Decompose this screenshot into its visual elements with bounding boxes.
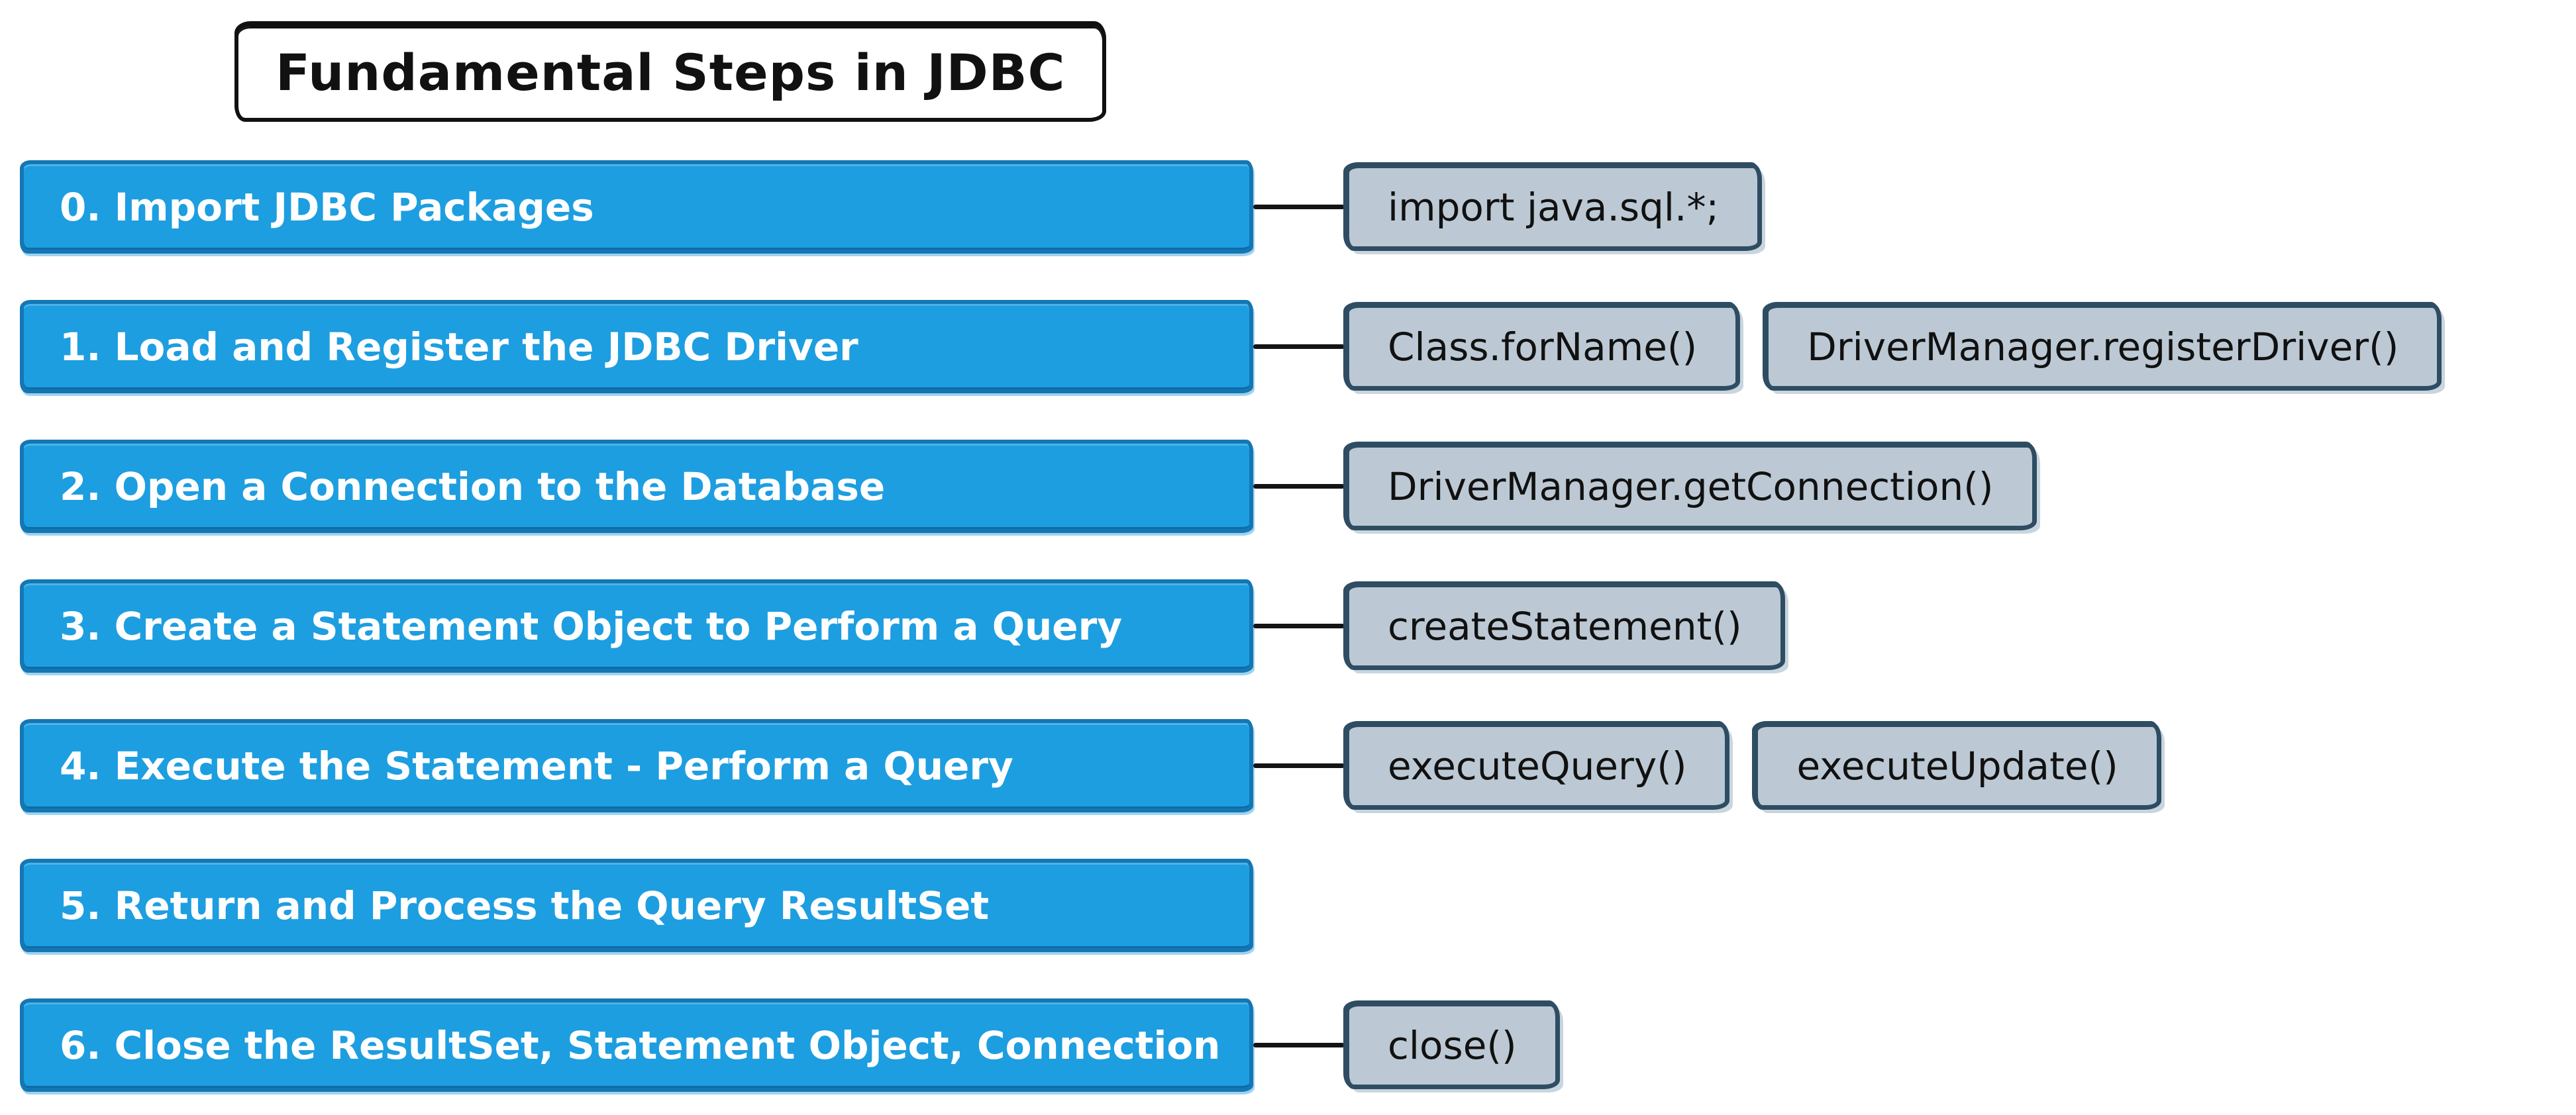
step-row-1: 1. Load and Register the JDBC Driver Cla… (20, 300, 2576, 393)
method-box-createstatement: createStatement() (1345, 582, 1785, 670)
step-row-5: 5. Return and Process the Query ResultSe… (20, 859, 2576, 952)
step-box-5: 5. Return and Process the Query ResultSe… (20, 859, 1253, 952)
step-row-2: 2. Open a Connection to the Database Dri… (20, 440, 2576, 533)
method-box-import: import java.sql.*; (1345, 163, 1763, 251)
method-label: executeUpdate() (1796, 743, 2118, 789)
step-label-0: 0. Import JDBC Packages (60, 184, 594, 230)
connector-line-6 (1253, 1043, 1345, 1047)
step-label-3: 3. Create a Statement Object to Perform … (60, 603, 1123, 649)
step-box-1: 1. Load and Register the JDBC Driver (20, 300, 1253, 393)
step-label-5: 5. Return and Process the Query ResultSe… (60, 883, 990, 928)
method-box-executequery: executeQuery() (1345, 722, 1730, 810)
step-box-0: 0. Import JDBC Packages (20, 160, 1253, 254)
connector-line-3 (1253, 624, 1345, 628)
method-box-registerdriver: DriverManager.registerDriver() (1764, 303, 2442, 391)
method-box-close: close() (1345, 1001, 1560, 1089)
diagram-title: Fundamental Steps in JDBC (276, 42, 1066, 102)
step-label-4: 4. Execute the Statement - Perform a Que… (60, 743, 1013, 789)
step-row-6: 6. Close the ResultSet, Statement Object… (20, 998, 2576, 1092)
step-box-4: 4. Execute the Statement - Perform a Que… (20, 719, 1253, 812)
step-label-1: 1. Load and Register the JDBC Driver (60, 324, 858, 369)
steps-list: 0. Import JDBC Packages import java.sql.… (0, 160, 2576, 1092)
method-label: import java.sql.*; (1388, 184, 1720, 230)
connector-line-4 (1253, 763, 1345, 768)
method-label: createStatement() (1388, 603, 1742, 649)
method-box-class-forname: Class.forName() (1345, 303, 1741, 391)
connector-line-2 (1253, 484, 1345, 489)
step-box-2: 2. Open a Connection to the Database (20, 440, 1253, 533)
step-row-0: 0. Import JDBC Packages import java.sql.… (20, 160, 2576, 254)
step-box-3: 3. Create a Statement Object to Perform … (20, 579, 1253, 673)
step-row-3: 3. Create a Statement Object to Perform … (20, 579, 2576, 673)
step-label-6: 6. Close the ResultSet, Statement Object… (60, 1022, 1221, 1068)
method-label: Class.forName() (1388, 324, 1698, 369)
step-label-2: 2. Open a Connection to the Database (60, 463, 886, 509)
method-label: executeQuery() (1388, 743, 1687, 789)
method-box-getconnection: DriverManager.getConnection() (1345, 442, 2037, 530)
method-box-executeupdate: executeUpdate() (1753, 722, 2161, 810)
method-label: DriverManager.registerDriver() (1807, 324, 2399, 369)
method-label: close() (1388, 1022, 1517, 1068)
connector-line-1 (1253, 344, 1345, 349)
step-box-6: 6. Close the ResultSet, Statement Object… (20, 998, 1253, 1092)
connector-line-0 (1253, 205, 1345, 209)
diagram-title-box: Fundamental Steps in JDBC (234, 23, 1107, 122)
step-row-4: 4. Execute the Statement - Perform a Que… (20, 719, 2576, 812)
method-label: DriverManager.getConnection() (1388, 463, 1994, 509)
